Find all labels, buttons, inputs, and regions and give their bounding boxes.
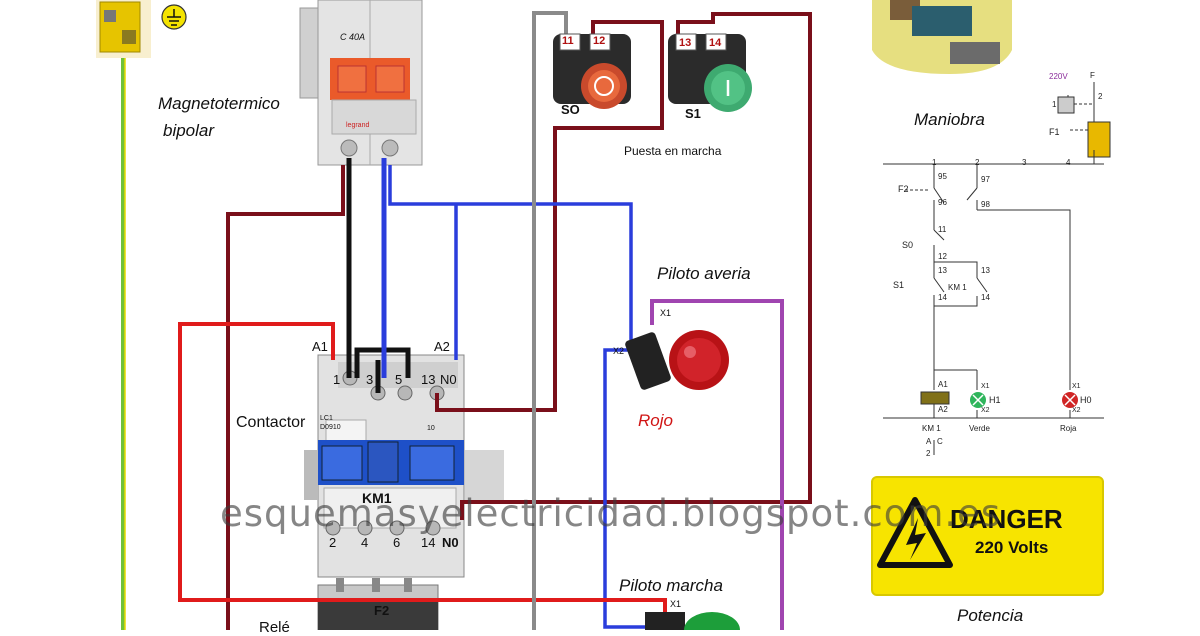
sch-h1: H1 <box>989 395 1001 405</box>
breaker-rating: C 40A <box>340 32 366 42</box>
pilot-light-red <box>625 330 729 390</box>
danger-voltage: 220 Volts <box>975 538 1049 557</box>
sch-a2: A2 <box>938 405 948 414</box>
terminal-no-top: N0 <box>440 372 457 387</box>
sch-f: F <box>1090 71 1095 80</box>
sch-col-2: 2 <box>975 158 980 167</box>
puesta-en-marcha-label: Puesta en marcha <box>624 144 722 158</box>
h0-lamp-icon <box>1062 392 1078 408</box>
terminal-6: 6 <box>393 535 401 550</box>
contactor-body <box>304 354 504 578</box>
pb-terminal-11: 11 <box>562 35 574 47</box>
sch-col-1: 1 <box>932 158 937 167</box>
sch-col-4: 4 <box>1066 158 1071 167</box>
pilot-red-x1: X1 <box>660 308 672 318</box>
sch-f1: F1 <box>1049 127 1060 137</box>
sch-96: 96 <box>938 198 947 207</box>
terminal-no-bottom: N0 <box>442 535 459 550</box>
terminal-a1: A1 <box>312 339 328 354</box>
sch-ac-c: C <box>937 437 943 446</box>
potencia-label: Potencia <box>957 606 1024 625</box>
breaker-body <box>299 0 423 166</box>
so-label: SO <box>561 102 580 117</box>
terminal-14: 14 <box>421 535 436 550</box>
terminal-13: 13 <box>421 372 436 387</box>
sch-13b: 13 <box>981 266 990 275</box>
sch-s1: S1 <box>893 280 905 290</box>
lc1-line2: D0910 <box>320 424 341 431</box>
sch-col-3: 3 <box>1022 158 1027 167</box>
sch-ac-2: 2 <box>926 449 931 458</box>
s1-label: S1 <box>685 106 701 121</box>
sch-km1: KM 1 <box>948 283 967 292</box>
f2-label: F2 <box>374 603 390 618</box>
red-wires <box>178 322 667 615</box>
lc1-line1: LC1 <box>320 415 333 422</box>
terminal-2: 2 <box>329 535 337 550</box>
sch-s0: S0 <box>902 240 914 250</box>
terminal-4: 4 <box>361 535 369 550</box>
terminal-5: 5 <box>395 372 403 387</box>
terminal-3: 3 <box>366 372 374 387</box>
sch-verde: Verde <box>969 424 990 433</box>
sch-98: 98 <box>981 200 990 209</box>
sch-roja: Roja <box>1060 424 1077 433</box>
piloto-averia-label: Piloto averia <box>657 264 751 283</box>
km1-label: KM1 <box>362 490 392 506</box>
pilot-green-x1: X1 <box>670 599 682 609</box>
start-button-s1 <box>668 33 752 112</box>
sch-a1: A1 <box>938 380 948 389</box>
h1-lamp-icon <box>970 392 986 408</box>
maroon-wires <box>226 12 812 630</box>
sch-220v: 220V <box>1049 72 1068 81</box>
purple-wires <box>650 299 784 630</box>
pilot-red-x2: X2 <box>613 346 625 356</box>
pb-terminal-14: 14 <box>709 37 722 49</box>
blue-thin-wires <box>388 165 650 629</box>
watermark: esquemasyelectricidad.blogspot.com.es <box>220 492 1002 535</box>
terminal-a2: A2 <box>434 339 450 354</box>
magneto-label-line1: Magnetotermico <box>158 94 280 113</box>
rele-label: Relé <box>259 619 290 636</box>
sch-h0: H0 <box>1080 395 1092 405</box>
sch-x1b: X1 <box>1072 383 1081 390</box>
sch-x2a: X2 <box>981 407 990 414</box>
piloto-marcha-label: Piloto marcha <box>619 576 723 595</box>
rojo-label: Rojo <box>638 411 673 430</box>
pb-terminal-13: 13 <box>679 37 692 49</box>
pilot-light-green <box>645 612 740 630</box>
magneto-label-line2: bipolar <box>163 121 215 140</box>
control-schematic <box>883 82 1111 455</box>
sch-two: 2 <box>1098 92 1103 101</box>
breaker-brand: legrand <box>346 122 370 129</box>
thermal-relay-body <box>317 578 439 630</box>
terminal-1: 1 <box>333 372 341 387</box>
sch-14b: 14 <box>981 293 990 302</box>
sch-x2b: X2 <box>1072 407 1081 414</box>
earth-terminal <box>96 0 151 58</box>
sch-f2: F2 <box>898 184 909 194</box>
sch-one: 1 <box>1052 100 1057 109</box>
contactor-label: Contactor <box>236 414 306 431</box>
sch-95: 95 <box>938 172 947 181</box>
stop-button-so <box>553 33 631 109</box>
sch-x1a: X1 <box>981 383 990 390</box>
maniobra-label: Maniobra <box>914 110 985 129</box>
lc1-10: 10 <box>427 425 435 432</box>
sch-km1-coil: KM 1 <box>922 424 941 433</box>
sch-ac-a: A <box>926 437 932 446</box>
danger-title: DANGER <box>950 504 1063 534</box>
sch-11: 11 <box>938 225 947 234</box>
sch-97: 97 <box>981 175 990 184</box>
ground-symbol-icon <box>161 4 187 30</box>
pb-terminal-12: 12 <box>593 35 606 47</box>
sch-13a: 13 <box>938 266 947 275</box>
sch-14a: 14 <box>938 293 947 302</box>
cartoon-illustration <box>872 0 1012 74</box>
sch-12: 12 <box>938 252 947 261</box>
grey-wires <box>532 11 568 630</box>
